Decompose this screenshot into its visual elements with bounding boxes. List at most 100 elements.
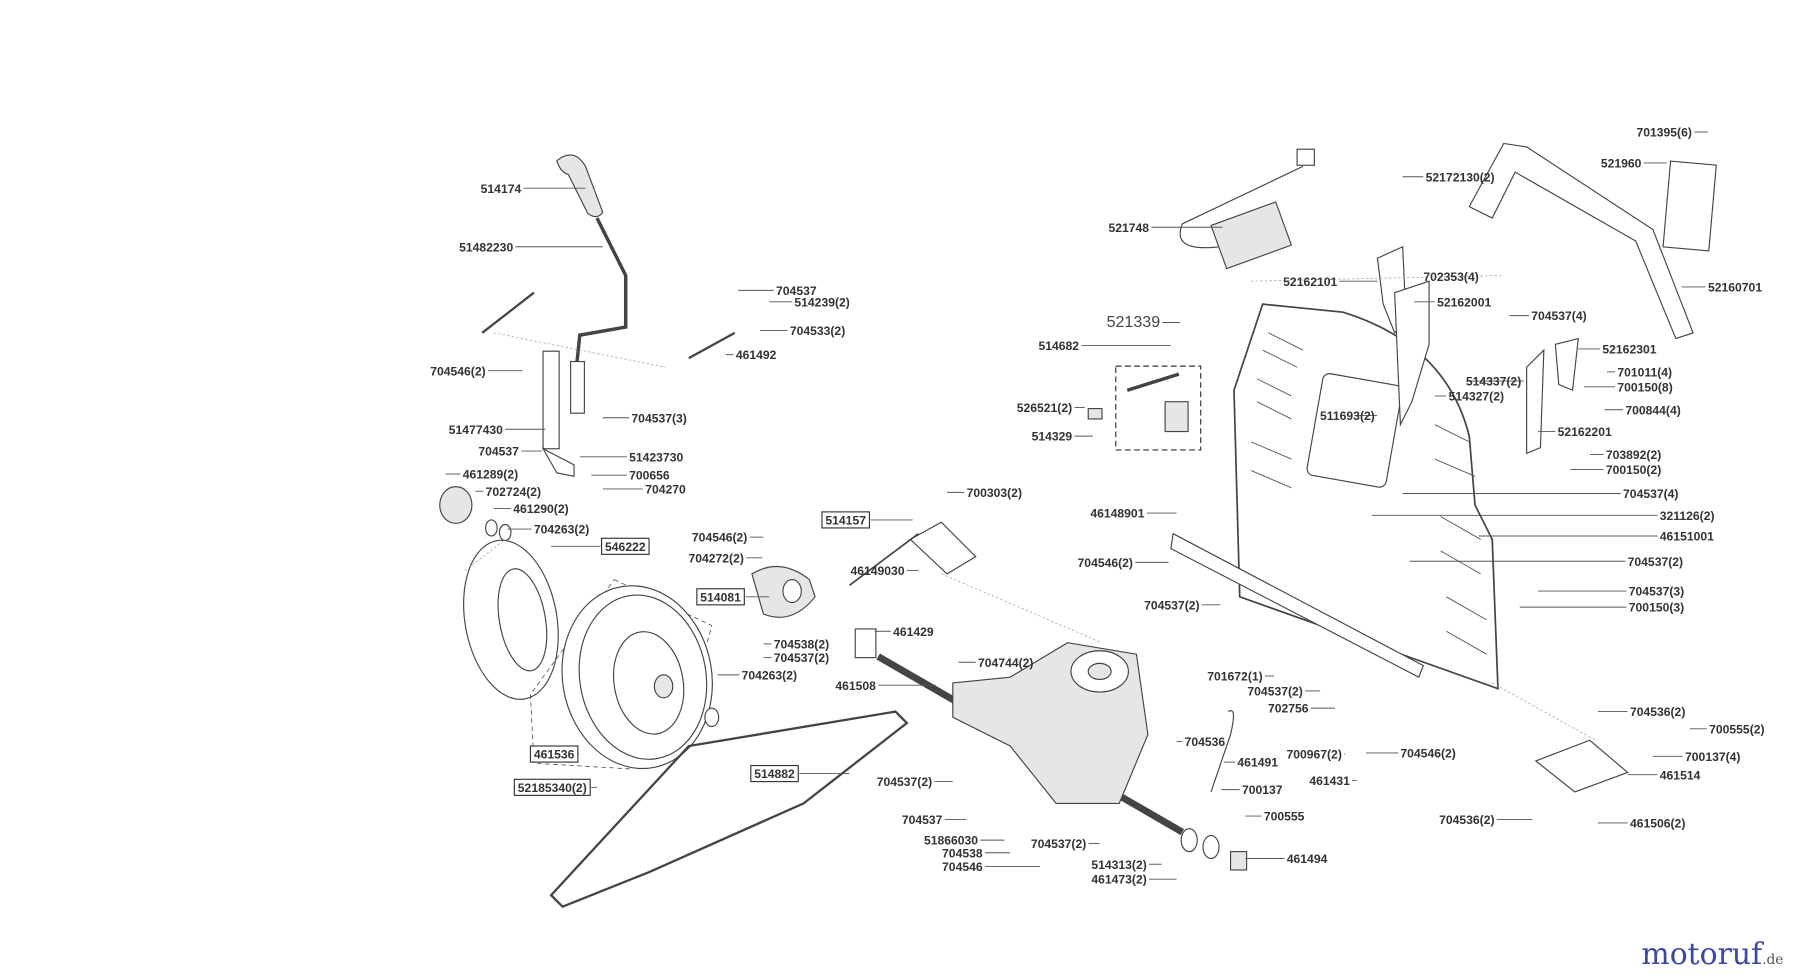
part-number-label[interactable]: 52162301: [1602, 342, 1656, 356]
callout: 461431: [1309, 774, 1357, 788]
part-number-label[interactable]: 51477430: [449, 423, 503, 437]
part-number-label[interactable]: 700150(3): [1629, 601, 1684, 615]
watermark-logo: motoruf.de: [1641, 937, 1783, 972]
part-number-label[interactable]: 51423730: [629, 450, 683, 464]
part-number-label[interactable]: 461536: [534, 748, 575, 762]
part-number-label[interactable]: 704546(2): [430, 364, 485, 378]
part-number-label[interactable]: 700555(2): [1709, 722, 1764, 736]
part-number-label[interactable]: 704537(2): [774, 651, 829, 665]
panel-window: [1306, 373, 1403, 488]
part-number-label[interactable]: 461491: [1237, 756, 1278, 770]
part-number-label[interactable]: 704537(2): [1031, 837, 1086, 851]
part-number-label[interactable]: 704263(2): [742, 668, 797, 682]
part-number-label[interactable]: 51866030: [924, 834, 978, 848]
part-number-label[interactable]: 461289(2): [463, 468, 518, 482]
part-number-label[interactable]: 521748: [1108, 221, 1149, 235]
part-number-label[interactable]: 702724(2): [486, 485, 541, 499]
part-number-label[interactable]: 704538: [942, 846, 983, 860]
part-number-label[interactable]: 461429: [893, 625, 934, 639]
part-number-label[interactable]: 704536: [1185, 735, 1226, 749]
part-number-label[interactable]: 514682: [1038, 339, 1079, 353]
part-number-label[interactable]: 461494: [1287, 852, 1328, 866]
part-number-label[interactable]: 704546(2): [1078, 556, 1133, 570]
part-number-label[interactable]: 526521(2): [1017, 401, 1072, 415]
part-number-label[interactable]: 704272(2): [688, 551, 743, 565]
part-number-label[interactable]: 52160701: [1708, 281, 1762, 295]
part-number-label[interactable]: 704537(2): [877, 775, 932, 789]
part-number-label[interactable]: 514313(2): [1091, 858, 1146, 872]
part-number-label[interactable]: 546222: [605, 540, 646, 554]
part-number-label[interactable]: 704537(2): [1628, 555, 1683, 569]
part-number-label[interactable]: 704536(2): [1630, 705, 1685, 719]
part-number-label[interactable]: 703892(2): [1606, 448, 1661, 462]
part-number-label[interactable]: 704546(2): [692, 531, 747, 545]
part-number-label[interactable]: 704537(4): [1531, 309, 1586, 323]
part-number-label[interactable]: 514327(2): [1449, 390, 1504, 404]
part-number-label[interactable]: 514882: [754, 767, 795, 781]
callout: 704537: [478, 445, 542, 459]
part-number-label[interactable]: 321126(2): [1660, 509, 1715, 523]
part-number-label[interactable]: 511693(2): [1320, 409, 1375, 423]
part-number-label[interactable]: 46151001: [1660, 530, 1714, 544]
part-number-label[interactable]: 514157: [825, 514, 866, 528]
part-number-label[interactable]: 701011(4): [1617, 365, 1672, 379]
callout: 526521(2): [1017, 401, 1085, 415]
part-number-label[interactable]: 514174: [481, 182, 522, 196]
part-number-label[interactable]: 700150(2): [1606, 463, 1661, 477]
part-number-label[interactable]: 700137(4): [1685, 750, 1740, 764]
part-number-label[interactable]: 51482230: [459, 240, 513, 254]
part-number-label[interactable]: 52185340(2): [518, 781, 587, 795]
callout: 704536(2): [1439, 813, 1533, 827]
part-number-label[interactable]: 704537: [776, 284, 817, 298]
part-number-label[interactable]: 521960: [1601, 157, 1642, 171]
part-number-label[interactable]: 700844(4): [1625, 403, 1680, 417]
part-number-label[interactable]: 461492: [736, 348, 777, 362]
wheel-dashed-outline: [530, 579, 713, 770]
part-number-label[interactable]: 700656: [629, 469, 670, 483]
part-number-label[interactable]: 461506(2): [1630, 817, 1685, 831]
part-number-label[interactable]: 700303(2): [967, 486, 1022, 500]
part-number-label[interactable]: 704270: [645, 483, 686, 497]
part-number-label[interactable]: 521339: [1107, 313, 1161, 331]
part-number-label[interactable]: 52162001: [1437, 295, 1491, 309]
part-number-label[interactable]: 700137: [1242, 783, 1283, 797]
part-number-label[interactable]: 461508: [835, 679, 876, 693]
callout: 52162001: [1414, 295, 1491, 309]
part-number-label[interactable]: 514239(2): [794, 295, 849, 309]
part-number-label[interactable]: 704546(2): [1400, 746, 1455, 760]
part-number-label[interactable]: 514329: [1032, 430, 1073, 444]
part-number-label[interactable]: 700555: [1264, 810, 1305, 824]
part-number-label[interactable]: 701672(1): [1207, 670, 1262, 684]
part-number-label[interactable]: 461514: [1660, 768, 1701, 782]
part-number-label[interactable]: 701395(6): [1637, 126, 1692, 140]
part-number-label[interactable]: 704537(2): [1144, 598, 1199, 612]
part-number-label[interactable]: 704537(3): [1629, 585, 1684, 599]
part-number-label[interactable]: 704533(2): [790, 324, 845, 338]
part-number-label[interactable]: 52162101: [1283, 275, 1337, 289]
part-number-label[interactable]: 514081: [700, 590, 741, 604]
part-number-label[interactable]: 700967(2): [1286, 748, 1341, 762]
part-number-label[interactable]: 461290(2): [513, 502, 568, 516]
part-number-label[interactable]: 52162201: [1558, 425, 1612, 439]
part-number-label[interactable]: 461431: [1309, 774, 1350, 788]
boxed-label-frame: [750, 764, 799, 783]
part-number-label[interactable]: 704538(2): [774, 637, 829, 651]
part-number-label[interactable]: 704537: [478, 445, 519, 459]
part-number-label[interactable]: 704537: [902, 813, 943, 827]
part-number-label[interactable]: 52172130(2): [1426, 170, 1495, 184]
part-number-label[interactable]: 700150(8): [1617, 380, 1672, 394]
part-number-label[interactable]: 704744(2): [978, 656, 1033, 670]
part-number-label[interactable]: 46148901: [1090, 507, 1144, 521]
part-number-label[interactable]: 704537(3): [631, 411, 686, 425]
part-number-label[interactable]: 702756: [1268, 702, 1309, 716]
part-number-label[interactable]: 704537(4): [1623, 487, 1678, 501]
part-number-label[interactable]: 704263(2): [534, 523, 589, 537]
part-number-label[interactable]: 461473(2): [1091, 873, 1146, 887]
part-number-label[interactable]: 704537(2): [1247, 685, 1302, 699]
plate-521960: [1662, 160, 1717, 252]
part-number-label[interactable]: 702353(4): [1423, 270, 1478, 284]
part-number-label[interactable]: 514337(2): [1466, 375, 1521, 389]
part-number-label[interactable]: 704536(2): [1439, 813, 1494, 827]
part-number-label[interactable]: 704546: [942, 860, 983, 874]
part-number-label[interactable]: 46149030: [850, 564, 904, 578]
